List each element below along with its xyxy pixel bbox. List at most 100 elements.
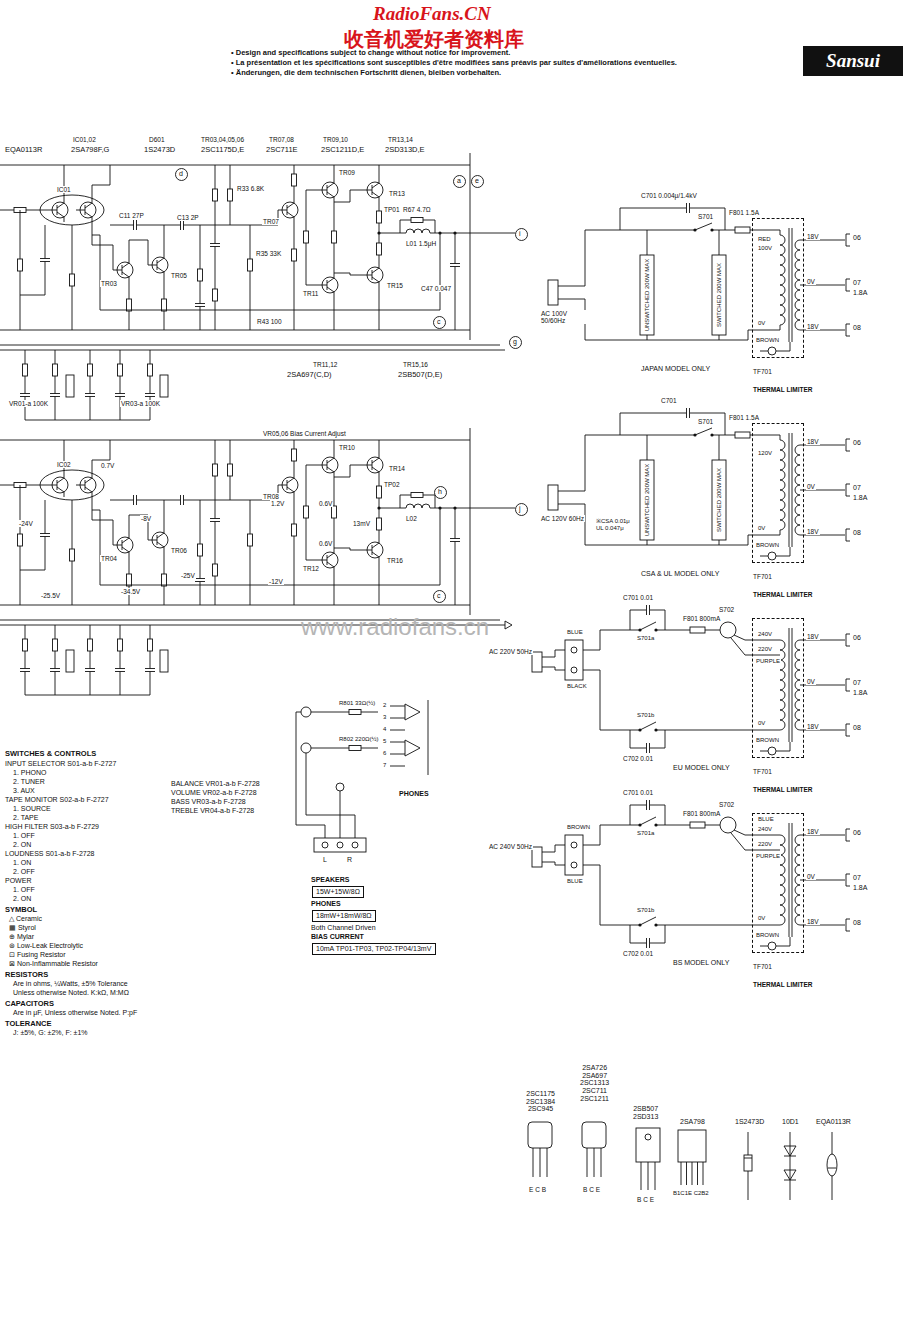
terminal-block [565,835,583,875]
transistor-symbol [76,198,92,222]
resistor-symbol [148,364,153,376]
schematic-label: 06 [852,634,862,642]
wire [379,233,515,234]
resistor-symbol [118,364,123,376]
schematic-label: TR15 [386,282,404,289]
fuse-symbol [690,822,705,828]
schematic-label: EU MODEL ONLY [672,764,731,772]
terminal-bracket [846,529,850,541]
schematic-label: BROWN [755,737,780,744]
schematic-label: 1. OFF [12,832,36,840]
schematic-label: 08 [852,919,862,927]
capacitor-gap [40,259,50,262]
schematic-label: 2. TAPE [12,814,39,822]
terminal-block [565,640,583,680]
schematic-label: 2SA798 [679,1118,706,1126]
schematic-label: AC 240V 50Hz [488,843,533,850]
schematic-label: C701 0.004μ/1.4kV [640,192,698,199]
transistor-symbol [278,473,294,497]
schematic-label: L01 1.5μH [405,240,437,247]
schematic-label: 07 [852,874,862,882]
resistor-symbol [332,231,337,243]
wire [780,325,781,330]
terminal-bracket [846,324,850,336]
wire [455,508,456,605]
schematic-label: -25V [180,572,196,579]
wire [601,1148,602,1177]
resistor-symbol [228,464,233,476]
resistor-symbol [377,486,382,498]
schematic-label: 2SB507 2SD313 [632,1105,659,1120]
wire [379,508,515,509]
wire [540,1148,541,1177]
wire [306,753,355,838]
transistor-symbol [318,453,334,477]
wire [790,1132,791,1200]
capacitor-symbol [115,394,125,397]
schematic-label: LOUDNESS S01-a-b F-2728 [4,850,95,858]
schematic-label: R67 4.7Ω [402,206,432,213]
transistor-symbol [363,263,379,287]
terminal-bracket [846,679,850,691]
schematic-label: C702 0.01 [622,950,654,957]
capacitor-symbol [450,539,460,542]
schematic-label: 4 [382,726,387,733]
schematic-label: TR11 [302,290,319,297]
capacitor-symbol [20,394,30,397]
arrow-symbol [505,621,512,629]
schematic-label: 2. TUNER [12,778,46,786]
resistor-symbol [411,493,423,498]
wire [25,695,150,696]
schematic-label: RadioFans.CN [372,4,492,25]
schematic-label: R801 33Ω(½) [338,700,376,707]
wire [792,628,793,742]
schematic-label: www.radiofans.cn [300,614,490,640]
schematic-label: TR16 [386,557,404,564]
wire [390,706,405,707]
capacitor-symbol [50,394,60,397]
schematic-label: PHONES [398,790,430,798]
schematic-label: -12V [268,578,284,585]
schematic-label: 1. ON [12,859,32,867]
wire [640,722,656,730]
schematic-label: PURPLE [755,853,781,860]
wire [0,165,470,166]
resistor-symbol [70,549,75,561]
schematic-label: L [322,856,328,864]
resistor-symbol [18,534,23,546]
schematic-label: IC01 [56,186,72,193]
wire [695,223,712,230]
schematic-label: 0V [757,915,766,922]
terminal-bracket [846,439,850,451]
wire [630,610,646,630]
schematic-label: 0.6V [318,500,333,507]
schematic-label: VR01-a 100K [8,400,49,407]
transistor-symbol [278,198,294,222]
capacitor-symbol [647,800,650,810]
resistor-symbol [118,639,123,651]
diode-symbol [784,1146,796,1180]
wire [630,925,646,943]
coil-symbol [780,235,785,325]
schematic-label: POWER [4,877,32,885]
schematic-label: 08 [852,529,862,537]
wire [334,297,335,330]
logo-box: Sansui [803,46,903,76]
wire [55,625,56,695]
wire [647,540,648,545]
wire [656,630,690,631]
transistor-symbol [48,198,64,222]
schematic-label: 06 [852,439,862,447]
schematic-label: E C B [528,1186,547,1193]
wire [379,562,380,605]
capacitor-symbol [115,669,125,672]
fuse-symbol [690,627,705,633]
resistor-symbol [213,564,218,576]
plug-symbol [548,485,558,510]
resistor-symbol [198,544,203,556]
wire [0,605,470,606]
potentiometer-symbol [66,375,74,397]
wire [150,625,151,695]
resistor-symbol [292,249,297,261]
